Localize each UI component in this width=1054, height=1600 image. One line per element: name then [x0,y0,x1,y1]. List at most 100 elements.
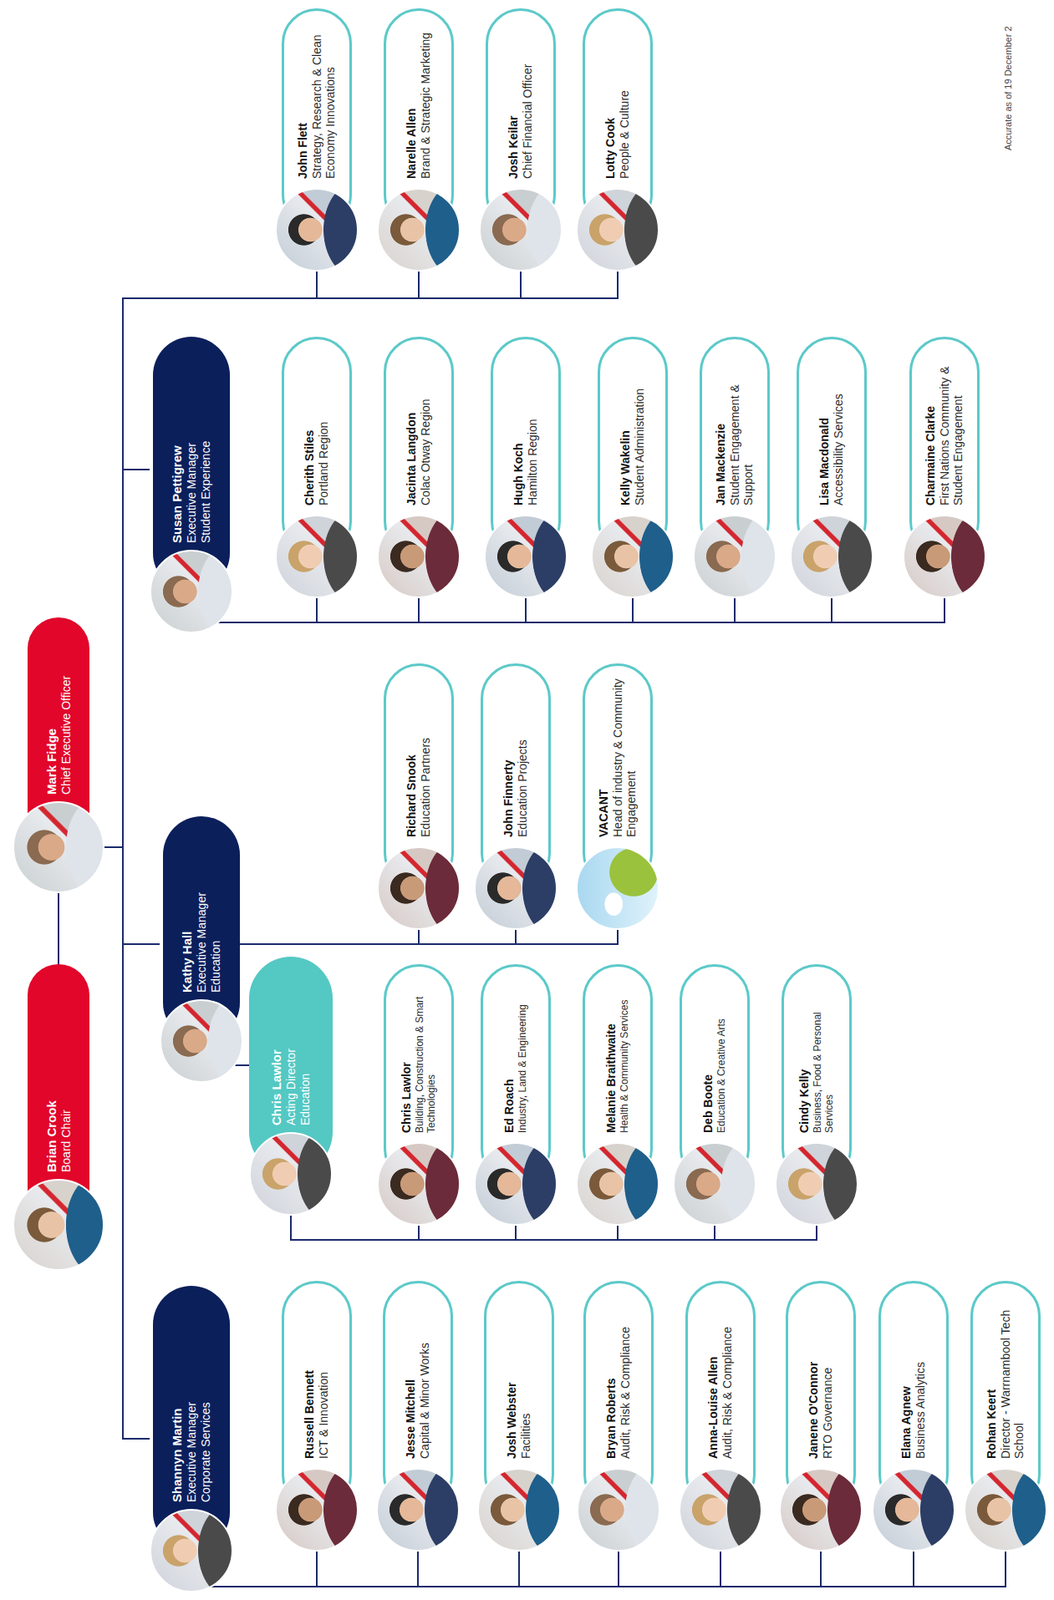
person-node: Melanie BraithwaiteHealth & Community Se… [575,964,660,1227]
role-title: Chief Financial Officer [520,22,535,179]
role-title: Director - Warrnambool Tech School [998,1295,1028,1460]
text-block: Chris LawlorActing Director Education [269,1000,313,1126]
role-title: Education & Creative Arts [715,978,728,1134]
portrait-photo [575,1142,660,1227]
text-block: Elana AgnewBusiness Analytics [899,1295,928,1460]
person-node: Josh WebsterFacilities [477,1281,561,1553]
portrait-photo [376,188,461,272]
role-title: ICT & Innovation [316,1295,331,1460]
text-block: VACANTHead of industry & Community Engag… [596,677,639,838]
role-title: Industry, Land & Engineering [516,978,529,1134]
person-name: Chris Lawlor [399,978,414,1134]
role-title: Education Projects [515,677,530,838]
text-block: Cindy KellyBusiness, Food & Personal Ser… [797,978,836,1134]
person-node: Josh KeilarChief Financial Officer [478,8,563,272]
person-node: Mark FidgeChief Executive Officer [12,617,105,894]
text-block: Kelly WakelinStudent Administration [618,351,647,506]
role-title: Accessibility Services [831,351,846,506]
person-node: Susan PettigrewExecutive Manager Student… [149,336,234,634]
person-name: VACANT [596,677,612,838]
text-block: Deb BooteEducation & Creative Arts [701,978,728,1134]
text-block: Bryan RobertsAudit, Risk & Compliance [604,1295,633,1460]
person-node: Narelle AllenBrand & Strategic Marketing [376,8,461,272]
person-name: Mark Fidge [44,629,60,795]
portrait-photo [149,549,234,634]
person-name: Charmaine Clarke [923,351,938,506]
person-name: Deb Boote [701,978,716,1134]
portrait-photo [575,188,660,272]
portrait-photo [789,514,874,599]
person-node: Kathy HallExecutive Manager Education [159,816,244,1084]
portrait-photo [692,514,777,599]
person-node: John FlettStrategy, Research & Clean Eco… [274,8,359,272]
person-node: Ed RoachIndustry, Land & Engineering [473,964,558,1227]
reporting-line [58,271,419,848]
person-name: Cindy Kelly [797,978,812,1134]
person-node: Deb BooteEducation & Creative Arts [672,964,757,1227]
portrait-photo [774,1142,859,1227]
reporting-line [191,1551,520,1588]
person-name: Cherith Stiles [302,351,317,506]
portrait-photo [274,188,359,272]
role-title: People & Culture [617,22,632,179]
person-name: Elana Agnew [899,1295,914,1460]
portrait-photo [576,1468,661,1553]
person-name: Russell Bennett [302,1295,317,1460]
portrait-photo [376,1142,461,1227]
role-title: Student Engagement & Support [728,351,757,506]
portrait-photo [575,846,660,931]
text-block: John FinnertyEducation Projects [501,677,530,838]
person-name: Lisa Macdonald [817,351,832,506]
portrait-photo [871,1468,956,1553]
person-node: Rohan KeertDirector - Warrnambool Tech S… [963,1281,1048,1553]
person-node: Janene O'ConnorRTO Governance [779,1281,863,1553]
role-title: Strategy, Research & Clean Economy Innov… [310,22,339,179]
text-block: Lotty CookPeople & Culture [603,22,632,179]
person-name: Jacinta Langdon [404,351,419,506]
portrait-photo [478,188,563,272]
portrait-photo [159,999,244,1084]
person-name: Anna-Louise Allen [706,1295,721,1460]
role-title: Acting Director Education [284,1000,313,1126]
text-block: Susan PettigrewExecutive Manager Student… [169,417,214,544]
portrait-photo [149,1509,234,1594]
person-node: Richard SnookEducation Partners [376,663,461,931]
portrait-photo [672,1142,757,1227]
person-node: Chris LawlorActing Director Education [249,957,333,1217]
portrait-photo [473,1142,558,1227]
person-node: Jacinta LangdonColac Otway Region [376,336,461,599]
portrait-photo [12,1179,105,1272]
text-block: Mark FidgeChief Executive Officer [44,629,74,795]
text-block: Anna-Louise AllenAudit, Risk & Complianc… [706,1295,735,1460]
person-node: Brian CrookBoard Chair [12,964,105,1272]
person-node: Charmaine ClarkeFirst Nations Community … [902,336,987,599]
role-title: Chief Executive Officer [59,629,74,795]
person-name: Josh Webster [504,1295,520,1460]
person-name: Kathy Hall [179,867,195,993]
portrait-photo [902,514,987,599]
reporting-line [191,1551,619,1588]
text-block: Janene O'ConnorRTO Governance [806,1295,836,1460]
person-name: Rohan Keert [984,1295,999,1460]
person-node: Elana AgnewBusiness Analytics [871,1281,956,1553]
role-title: Business, Food & Personal Services [811,978,836,1134]
portrait-photo [249,1132,333,1217]
text-block: Narelle AllenBrand & Strategic Marketing [404,22,433,179]
text-block: Jacinta LangdonColac Otway Region [404,351,433,506]
role-title: First Nations Community & Student Engage… [937,351,967,506]
text-block: Jan MackenzieStudent Engagement & Suppor… [713,351,756,506]
portrait-photo [590,514,675,599]
role-title: Business Analytics [913,1295,928,1460]
person-node: Kelly WakelinStudent Administration [590,336,675,599]
person-node: Jesse MitchellCapital & Minor Works [376,1281,460,1553]
portrait-photo [274,514,359,599]
person-node: Russell BennettICT & Innovation [274,1281,359,1553]
text-block: Lisa MacdonaldAccessibility Services [817,351,846,506]
reporting-line [191,1551,914,1588]
reporting-line [191,591,526,623]
reporting-line [58,847,150,1440]
portrait-photo [963,1468,1048,1553]
portrait-photo [477,1468,561,1553]
text-block: Charmaine ClarkeFirst Nations Community … [923,351,966,506]
